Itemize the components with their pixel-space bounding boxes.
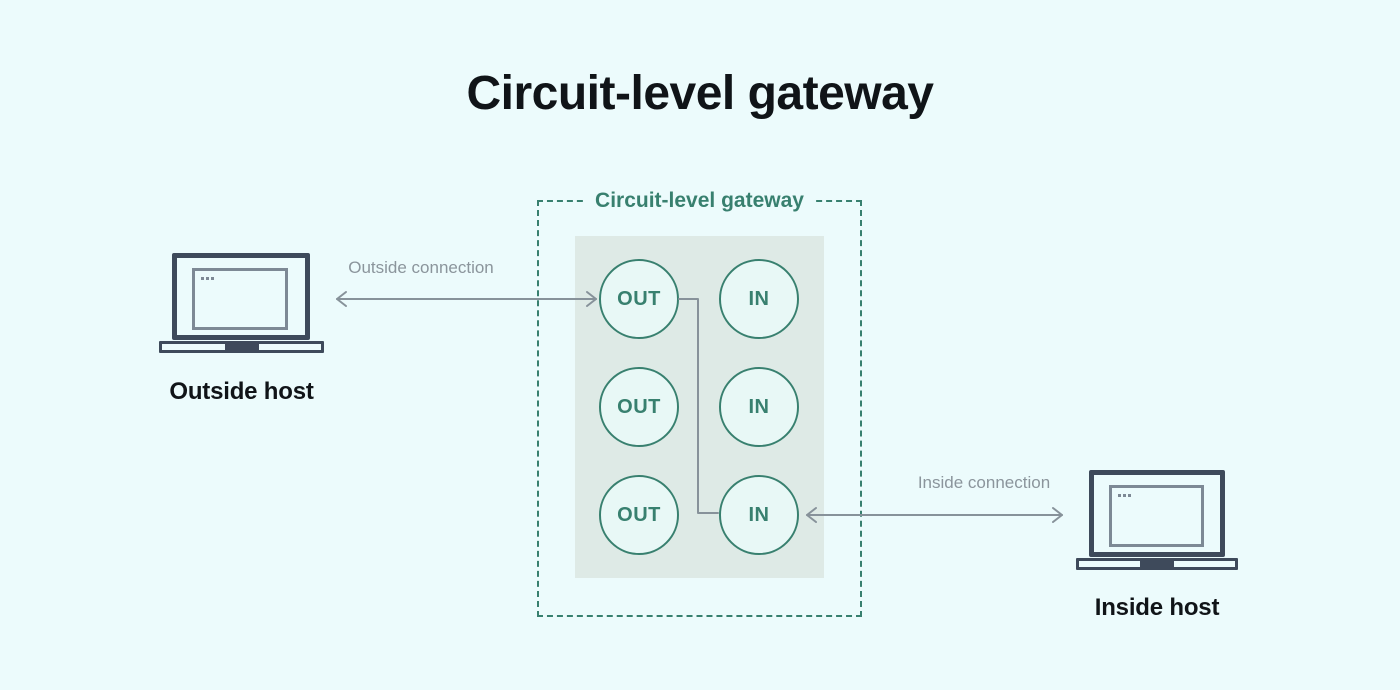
in-node: IN — [719, 475, 799, 555]
page-title: Circuit-level gateway — [466, 67, 934, 120]
inside-host-icon — [1076, 470, 1238, 570]
laptop-base-notch — [224, 343, 259, 350]
laptop-screen — [172, 253, 310, 340]
inside-connection-label: Inside connection — [917, 473, 1051, 492]
in-node: IN — [719, 367, 799, 447]
laptop-base — [159, 341, 324, 353]
in-node: IN — [719, 259, 799, 339]
laptop-screen — [1089, 470, 1225, 557]
out-node: OUT — [599, 475, 679, 555]
window-dots-icon — [1118, 494, 1121, 497]
laptop-base-notch — [1140, 560, 1174, 567]
window-dots-icon — [201, 277, 204, 280]
gateway-boundary: Circuit-level gateway — [537, 187, 862, 617]
gateway-label: Circuit-level gateway — [585, 187, 814, 215]
out-node: OUT — [599, 259, 679, 339]
out-node: OUT — [599, 367, 679, 447]
laptop-window — [1109, 485, 1204, 547]
inside-host-label: Inside host — [1094, 594, 1220, 621]
outside-host-label: Outside host — [169, 378, 314, 405]
laptop-base — [1076, 558, 1238, 570]
outside-connection-label: Outside connection — [348, 258, 494, 277]
outside-host-icon — [159, 253, 324, 353]
laptop-window — [192, 268, 288, 330]
